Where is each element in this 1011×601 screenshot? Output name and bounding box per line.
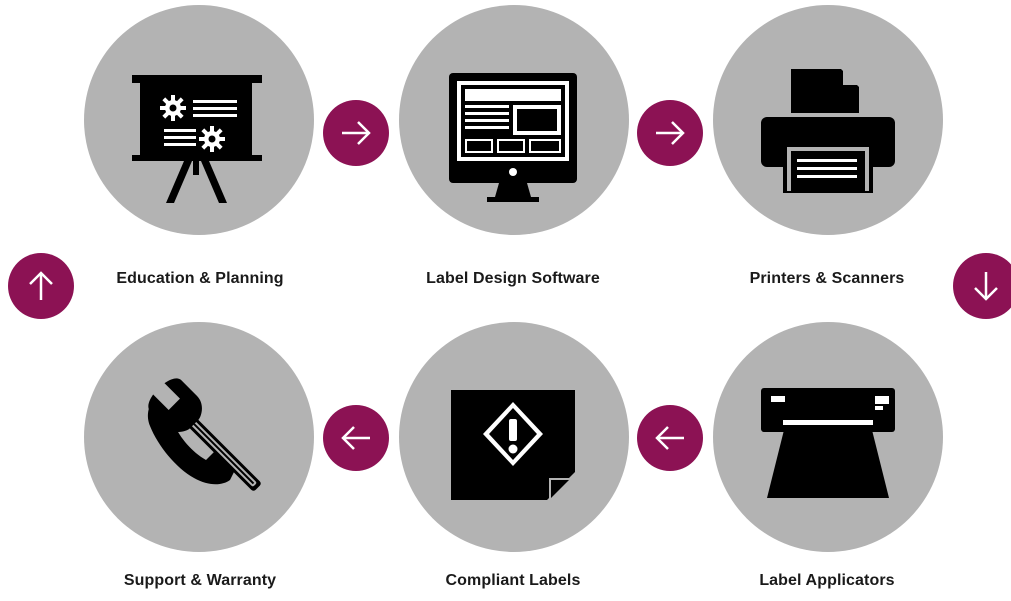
step-label-design-software: Label Design Software [426,270,600,287]
step-circle-support [84,322,314,552]
arrow-left-2 [323,405,389,471]
arrow-up [8,253,74,319]
step-circle-education [84,5,314,235]
arrow-right-2 [637,100,703,166]
arrow-right-icon [656,121,685,145]
arrow-down [953,253,1011,319]
step-label-compliant-labels: Compliant Labels [445,572,581,589]
arrow-right-icon [342,121,371,145]
step-circle-applicators [713,322,943,552]
step-label-printers: Printers & Scanners [749,270,905,287]
label-applicator-icon [761,388,895,498]
step-circle-printers [713,5,943,235]
step-label-support: Support & Warranty [123,572,277,589]
phone-wrench-icon [147,378,261,491]
step-label-education: Education & Planning [116,270,284,287]
step-circle-compliant-labels [399,322,629,552]
step-circle-design-software [399,5,629,235]
presentation-board-icon [132,75,262,203]
arrow-left-1 [637,405,703,471]
arrow-left-icon [655,426,684,450]
warning-label-icon [451,390,575,504]
arrow-up-icon [29,271,53,300]
arrow-down-icon [974,272,998,301]
arrow-left-icon [341,426,370,450]
printer-icon [761,69,895,193]
step-label-applicators: Label Applicators [759,572,895,589]
arrow-right-1 [323,100,389,166]
computer-monitor-icon [449,73,577,202]
